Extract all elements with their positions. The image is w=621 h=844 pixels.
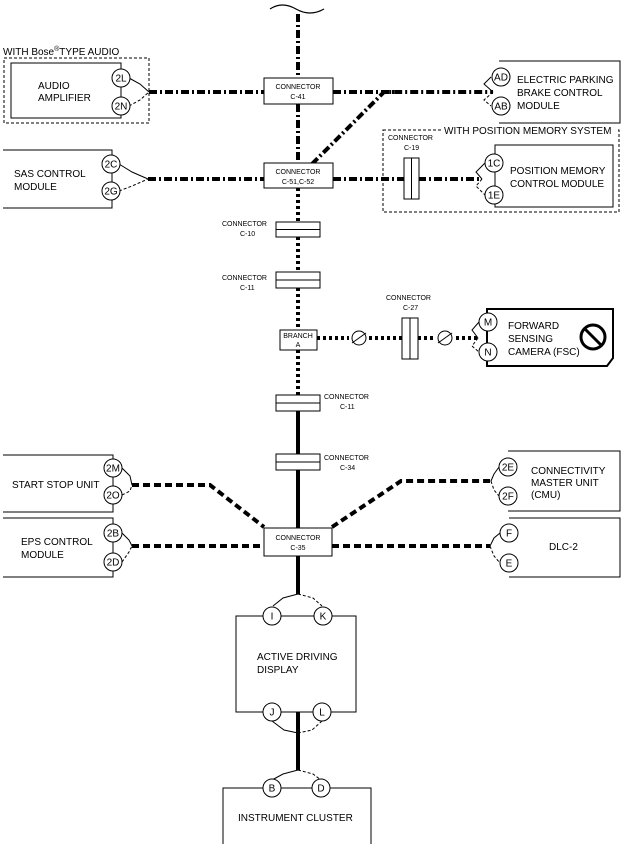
- epb-label-3: MODULE: [517, 101, 560, 112]
- eps-label-2: MODULE: [21, 550, 64, 561]
- pin-2l: 2L: [115, 74, 127, 85]
- audio-amplifier-module[interactable]: AUDIO AMPLIFIER 2L 2N: [10, 62, 131, 119]
- pin-ab: AB: [494, 102, 508, 113]
- terminating-resistor-icon: [351, 330, 367, 346]
- start-stop-unit-module[interactable]: START STOP UNIT 2M 2O: [3, 454, 123, 513]
- sas-label-1: SAS CONTROL: [14, 169, 86, 180]
- ssu-label-1: START STOP UNIT: [12, 480, 99, 491]
- connector-c41: CONNECTOR C-41: [263, 77, 334, 105]
- electric-parking-brake-module[interactable]: ELECTRIC PARKING BRAKE CONTROL MODULE AD…: [491, 60, 621, 124]
- svg-text:C-10: C-10: [240, 231, 255, 238]
- connectivity-master-unit-module[interactable]: CONNECTIVITY MASTER UNIT (CMU) 2E 2F: [498, 450, 621, 512]
- svg-text:C-27: C-27: [403, 305, 418, 312]
- memory-group-title: WITH POSITION MEMORY SYSTEM: [444, 126, 611, 137]
- connector-c34: CONNECTOR C-34: [275, 453, 369, 472]
- fsc-label-2: SENSING: [508, 334, 553, 345]
- add-label-1: ACTIVE DRIVING: [257, 652, 338, 663]
- branch-wires: [132, 90, 493, 548]
- audio-label-1: AUDIO: [38, 81, 70, 92]
- pin-d: D: [317, 784, 324, 795]
- cmu-label-3: (CMU): [531, 490, 560, 501]
- connector-c19: CONNECTOR C-19: [388, 135, 433, 200]
- ic-label-1: INSTRUMENT CLUSTER: [238, 813, 353, 824]
- pin-l: L: [319, 708, 325, 719]
- svg-text:C-35: C-35: [290, 545, 305, 552]
- svg-text:C-11: C-11: [240, 285, 255, 292]
- branch-a: BRANCH A: [279, 329, 318, 351]
- pin-i: I: [271, 612, 274, 623]
- pin-1e: 1E: [488, 191, 501, 202]
- sas-control-module[interactable]: SAS CONTROL MODULE 2C 2G: [3, 149, 121, 209]
- sas-label-2: MODULE: [14, 182, 57, 193]
- connector-c11-upper: CONNECTOR C-11: [222, 271, 321, 292]
- svg-text:C-11: C-11: [340, 404, 355, 411]
- pin-k: K: [320, 612, 327, 623]
- fsc-label-1: FORWARD: [508, 321, 559, 332]
- pin-f: F: [506, 529, 512, 540]
- svg-text:CONNECTOR: CONNECTOR: [276, 84, 321, 91]
- prohibited-icon: [579, 323, 607, 351]
- svg-text:CONNECTOR: CONNECTOR: [324, 455, 369, 462]
- pin-2m: 2M: [106, 464, 120, 475]
- pin-m: M: [484, 318, 492, 329]
- active-driving-display-module[interactable]: ACTIVE DRIVING DISPLAY I K J L: [235, 606, 357, 722]
- pin-forks: [118, 76, 501, 781]
- pin-b: B: [269, 784, 276, 795]
- audio-label-2: AMPLIFIER: [38, 93, 91, 104]
- pin-2o: 2O: [106, 491, 120, 502]
- svg-text:CONNECTOR: CONNECTOR: [276, 535, 321, 542]
- svg-text:A: A: [296, 342, 301, 349]
- pin-n: N: [484, 348, 491, 359]
- svg-text:CONNECTOR: CONNECTOR: [222, 275, 267, 282]
- posmem-label-2: CONTROL MODULE: [510, 179, 604, 190]
- terminating-resistor-icon: [437, 330, 453, 346]
- wire-break-icon: [269, 4, 325, 14]
- connector-c27: CONNECTOR C-27: [386, 295, 431, 360]
- svg-text:BRANCH: BRANCH: [283, 333, 313, 340]
- pin-1c: 1C: [488, 159, 501, 170]
- memory-title-bg: [442, 124, 618, 136]
- pin-2g: 2G: [104, 187, 118, 198]
- epb-label-1: ELECTRIC PARKING: [517, 75, 614, 86]
- fsc-label-3: CAMERA (FSC): [508, 347, 580, 358]
- svg-text:C-34: C-34: [340, 465, 355, 472]
- svg-text:C-19: C-19: [404, 145, 419, 152]
- svg-text:CONNECTOR: CONNECTOR: [276, 169, 321, 176]
- connector-c35: CONNECTOR C-35: [263, 527, 333, 557]
- bose-audio-group: [3, 57, 150, 124]
- pin-2f: 2F: [502, 492, 514, 503]
- eps-label-1: EPS CONTROL: [21, 537, 93, 548]
- pin-2e: 2E: [502, 463, 515, 474]
- instrument-cluster-module[interactable]: INSTRUMENT CLUSTER B D: [222, 778, 372, 844]
- forward-sensing-camera-module[interactable]: FORWARD SENSING CAMERA (FSC) M N: [478, 308, 614, 367]
- svg-text:CONNECTOR: CONNECTOR: [222, 221, 267, 228]
- dlc-2-module[interactable]: DLC-2 F E: [499, 517, 621, 578]
- connector-c10: CONNECTOR C-10: [222, 221, 321, 238]
- pin-2b: 2B: [107, 529, 120, 540]
- pin-e: E: [506, 559, 513, 570]
- pin-2d: 2D: [107, 558, 120, 569]
- svg-text:CONNECTOR: CONNECTOR: [386, 295, 431, 302]
- pin-2n: 2N: [115, 102, 128, 113]
- pin-2c: 2C: [105, 160, 118, 171]
- connector-c51-c52: CONNECTOR C-51,C-52: [263, 162, 334, 189]
- dlc-label-1: DLC-2: [549, 542, 578, 553]
- pin-j: J: [270, 708, 275, 719]
- posmem-label-1: POSITION MEMORY: [510, 166, 606, 177]
- svg-text:CONNECTOR: CONNECTOR: [388, 135, 433, 142]
- connector-c11-lower: CONNECTOR C-11: [275, 394, 369, 412]
- svg-text:CONNECTOR: CONNECTOR: [324, 394, 369, 401]
- bose-group-title: WITH Bose®TYPE AUDIO: [3, 45, 120, 58]
- add-label-2: DISPLAY: [257, 665, 299, 676]
- cmu-label-2: MASTER UNIT: [531, 478, 599, 489]
- cmu-label-1: CONNECTIVITY: [531, 466, 606, 477]
- position-memory-control-module[interactable]: POSITION MEMORY CONTROL MODULE 1C 1E: [484, 144, 614, 208]
- pin-ad: AD: [494, 73, 508, 84]
- eps-control-module[interactable]: EPS CONTROL MODULE 2B 2D: [3, 517, 123, 578]
- svg-text:C-51,C-52: C-51,C-52: [282, 179, 314, 186]
- epb-label-2: BRAKE CONTROL: [517, 88, 603, 99]
- svg-text:C-41: C-41: [290, 94, 305, 101]
